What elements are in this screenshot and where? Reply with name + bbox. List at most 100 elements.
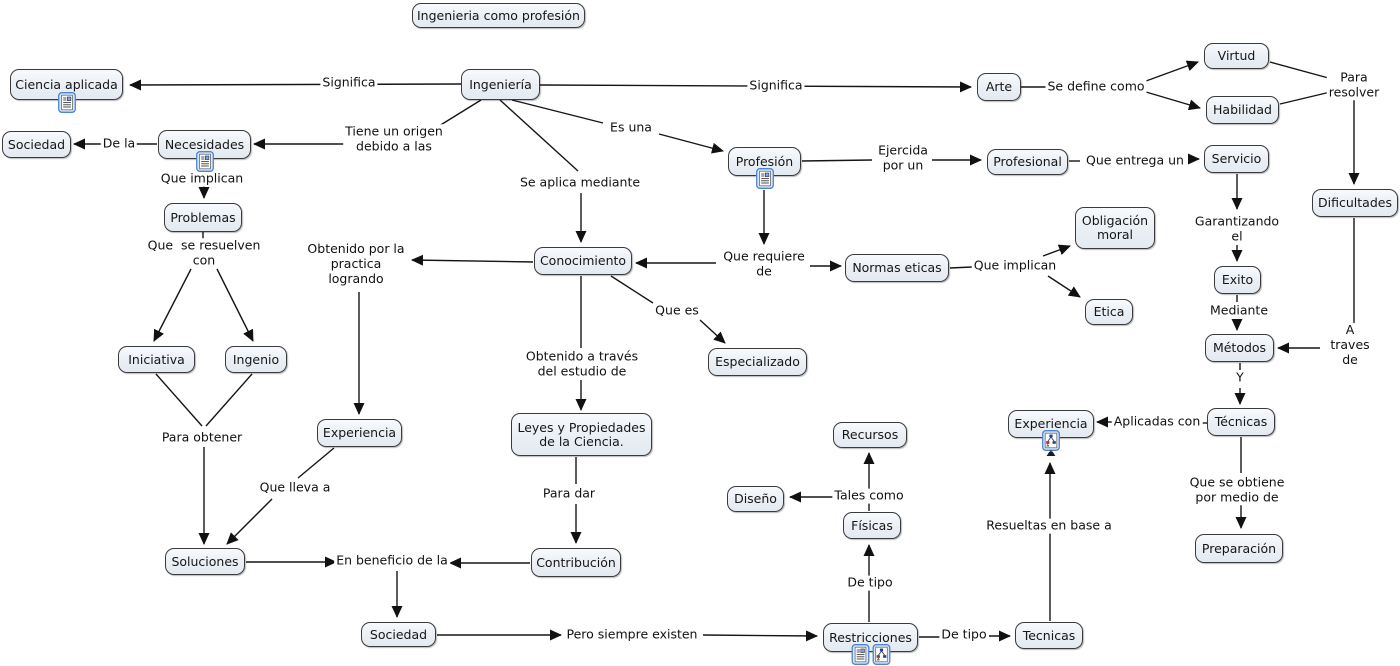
- node-label: Profesión: [735, 153, 794, 169]
- node-label: Preparación: [1201, 540, 1277, 556]
- edge-que-lleva-a-to-soluciones: [226, 498, 273, 545]
- node-ingenieria[interactable]: Ingeniería: [461, 69, 540, 100]
- node-conocimiento[interactable]: Conocimiento: [534, 247, 632, 275]
- node-necesidades[interactable]: Necesidades: [158, 130, 251, 159]
- link-label-que-implican-right[interactable]: Que implican: [971, 257, 1059, 274]
- link-label-significa-right[interactable]: Significa: [747, 77, 805, 94]
- link-label-que-implican-left[interactable]: Que implican: [158, 170, 246, 187]
- node-label: Iniciativa: [128, 351, 185, 367]
- link-label-es-una[interactable]: Es una: [608, 119, 654, 136]
- link-label-tiene-origen[interactable]: Tiene un origen debido a las: [343, 123, 445, 154]
- node-servicio[interactable]: Servicio: [1204, 145, 1269, 173]
- node-label: Experiencia: [1014, 416, 1088, 431]
- node-label: Tecnicas: [1022, 627, 1076, 643]
- link-label-para-resolver[interactable]: Para resolver: [1326, 69, 1382, 100]
- node-label: Problemas: [170, 209, 236, 225]
- node-sociedad-top[interactable]: Sociedad: [2, 131, 71, 158]
- node-label: Métodos: [1212, 340, 1267, 355]
- link-label-de-tipo-v[interactable]: De tipo: [845, 574, 895, 591]
- node-dificultades[interactable]: Dificultades: [1312, 189, 1398, 217]
- node-recursos[interactable]: Recursos: [833, 422, 907, 448]
- resource-icons-experiencia-right: [1042, 430, 1060, 457]
- node-ciencia-aplicada[interactable]: Ciencia aplicada: [10, 69, 123, 100]
- node-especializado[interactable]: Especializado: [708, 348, 807, 376]
- link-label-que-se-obtiene[interactable]: Que se obtiene por medio de: [1187, 474, 1287, 505]
- link-label-significa-left[interactable]: Significa: [320, 74, 378, 91]
- node-preparacion[interactable]: Preparación: [1195, 534, 1283, 563]
- node-exito[interactable]: Exito: [1214, 266, 1261, 294]
- resource-icon-doc[interactable]: [195, 151, 214, 172]
- link-label-se-define-como[interactable]: Se define como: [1045, 78, 1147, 95]
- node-label: Experiencia: [322, 425, 397, 440]
- edge-ingenieria-to-tiene-origen: [438, 99, 482, 127]
- link-label-obtenido-practica[interactable]: Obtenido por la practica logrando: [305, 240, 407, 287]
- link-label-que-requiere-de[interactable]: Que requiere de: [721, 248, 807, 279]
- node-label: Técnicas: [1214, 414, 1268, 429]
- node-label: Normas eticas: [852, 260, 942, 275]
- node-soluciones[interactable]: Soluciones: [165, 548, 245, 575]
- edge-profesion-to-ejercida-por-un: [801, 159, 873, 162]
- node-experiencia-left[interactable]: Experiencia: [317, 419, 402, 447]
- node-metodos[interactable]: Métodos: [1205, 334, 1274, 362]
- link-label-obtenido-estudio[interactable]: Obtenido a través del estudio de: [523, 348, 641, 379]
- resource-icon-doc[interactable]: [755, 168, 774, 189]
- edge-experiencia-left-to-que-lleva-a: [297, 447, 335, 479]
- link-label-resueltas[interactable]: Resueltas en base a: [984, 517, 1114, 534]
- edge-que-implican-right-to-etica: [1047, 275, 1081, 298]
- node-label: Soluciones: [171, 553, 239, 569]
- node-ingenio[interactable]: Ingenio: [225, 346, 287, 373]
- link-label-que-entrega-un[interactable]: Que entrega un: [1084, 152, 1186, 169]
- node-leyes[interactable]: Leyes y Propiedades de la Ciencia.: [511, 413, 652, 456]
- resource-icon-map[interactable]: [872, 644, 890, 665]
- node-etica[interactable]: Etica: [1085, 299, 1133, 325]
- edge-que-se-resuelven-to-iniciativa: [153, 268, 192, 342]
- node-problemas[interactable]: Problemas: [164, 203, 242, 232]
- node-contribucion[interactable]: Contribución: [531, 548, 621, 577]
- node-virtud[interactable]: Virtud: [1204, 43, 1269, 69]
- node-arte[interactable]: Arte: [977, 73, 1021, 101]
- edge-normas-eticas-to-que-implican-right: [949, 266, 973, 269]
- node-habilidad[interactable]: Habilidad: [1206, 96, 1279, 124]
- node-restricciones[interactable]: Restricciones: [823, 623, 918, 652]
- link-label-ejercida-por-un[interactable]: Ejercida por un: [876, 142, 930, 173]
- node-label: Ciencia aplicada: [15, 76, 118, 92]
- node-label: Virtud: [1217, 48, 1256, 63]
- node-iniciativa[interactable]: Iniciativa: [118, 346, 195, 373]
- link-label-se-aplica-mediante[interactable]: Se aplica mediante: [517, 174, 643, 191]
- node-tecnicas-plain[interactable]: Tecnicas: [1015, 622, 1083, 649]
- node-obligacion-moral[interactable]: Obligación moral: [1075, 207, 1155, 249]
- node-sociedad-bottom[interactable]: Sociedad: [361, 622, 436, 647]
- node-label: Recursos: [841, 427, 899, 442]
- link-label-a-traves-de[interactable]: A traves de: [1325, 322, 1375, 368]
- node-title[interactable]: Ingenieria como profesión: [412, 3, 585, 28]
- link-label-de-la[interactable]: De la: [100, 135, 138, 152]
- edge-ingenieria-to-se-aplica-mediante: [499, 99, 579, 172]
- link-label-de-tipo-h[interactable]: De tipo: [939, 626, 989, 643]
- link-label-en-beneficio[interactable]: En beneficio de la: [334, 552, 450, 569]
- edge-es-una-to-profesion: [658, 133, 724, 154]
- node-profesional[interactable]: Profesional: [987, 149, 1068, 175]
- link-label-que-es[interactable]: Que es: [653, 302, 701, 319]
- edge-que-implican-right-to-obligacion-moral: [1042, 244, 1071, 257]
- link-label-mediante[interactable]: Mediante: [1207, 302, 1271, 319]
- node-fisicas[interactable]: Físicas: [843, 512, 901, 539]
- resource-icon-map-stand[interactable]: [1042, 430, 1060, 457]
- node-diseno[interactable]: Diseño: [727, 486, 784, 512]
- link-label-garantizando-el[interactable]: Garantizando el: [1192, 213, 1282, 244]
- resource-icon-doc[interactable]: [851, 644, 869, 665]
- node-label: Contribución: [536, 554, 616, 570]
- link-label-que-se-resuelven[interactable]: Que se resuelven con: [145, 237, 263, 268]
- resource-icon-doc[interactable]: [57, 92, 76, 113]
- link-label-y[interactable]: Y: [1234, 369, 1246, 386]
- link-label-para-dar[interactable]: Para dar: [540, 485, 598, 502]
- node-tecnicas-acc[interactable]: Técnicas: [1207, 408, 1275, 436]
- link-label-para-obtener[interactable]: Para obtener: [159, 429, 245, 446]
- link-label-que-lleva-a[interactable]: Que lleva a: [257, 479, 333, 496]
- link-label-tales-como[interactable]: Tales como: [832, 487, 906, 504]
- resource-icons-profesion: [755, 168, 774, 189]
- link-label-aplicadas-con[interactable]: Aplicadas con: [1111, 413, 1203, 430]
- node-label: Etica: [1093, 304, 1125, 319]
- node-normas-eticas[interactable]: Normas eticas: [845, 254, 949, 282]
- link-label-pero-siempre[interactable]: Pero siempre existen: [564, 626, 700, 643]
- edge-iniciativa-to-para-obtener: [155, 373, 203, 427]
